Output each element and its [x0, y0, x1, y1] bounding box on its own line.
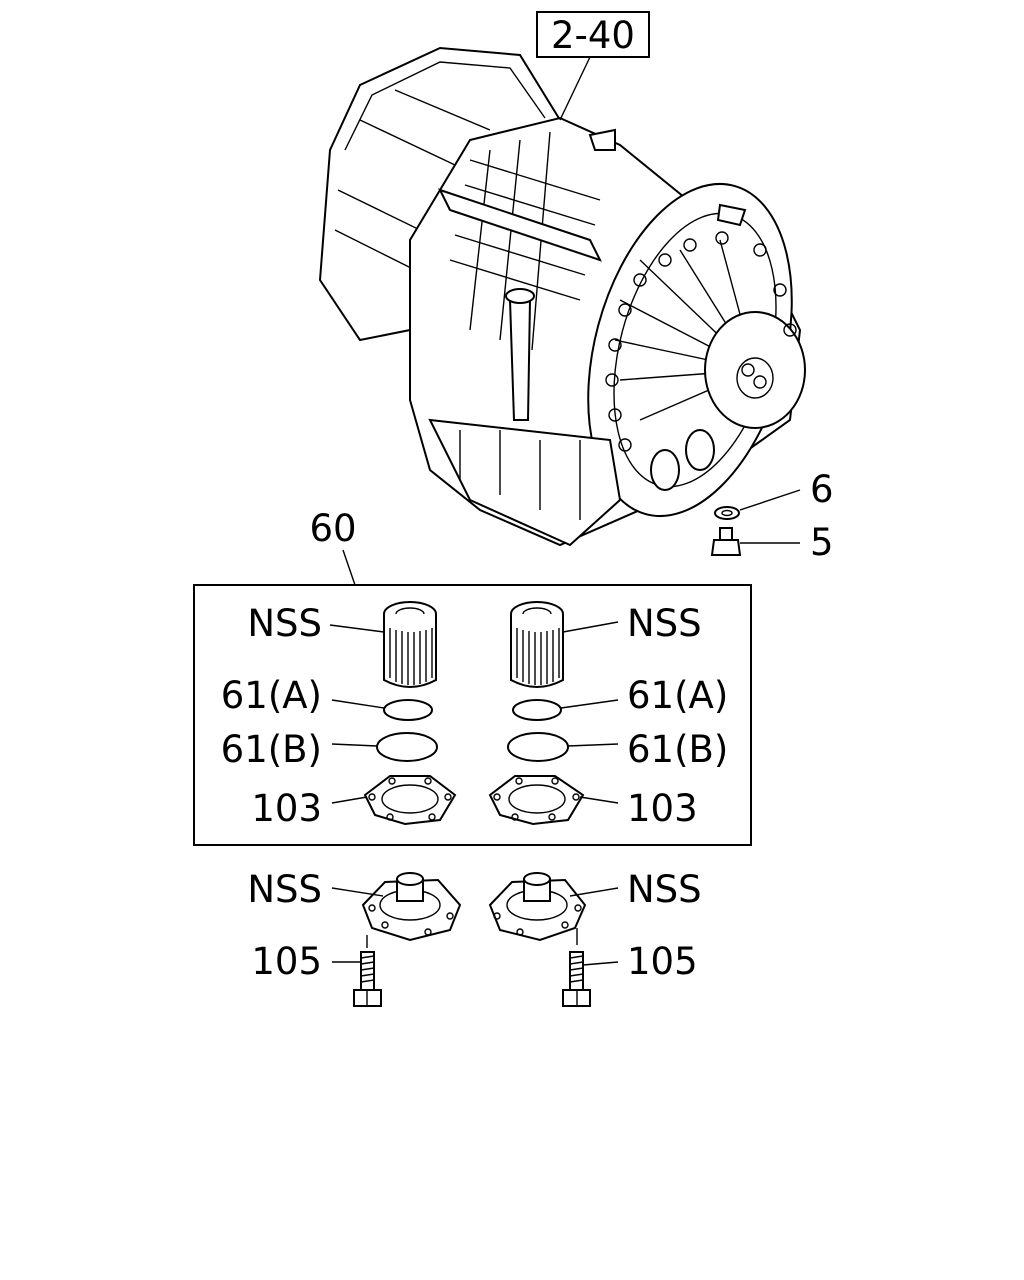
- assembly-ref-label: 2-40: [551, 14, 635, 57]
- washer-label: 6: [810, 468, 834, 511]
- oring-a-right-label: 61(A): [627, 674, 728, 717]
- oring-b-left-label: 61(B): [221, 728, 322, 771]
- bolt-left: 105: [251, 935, 382, 1007]
- oring-a-right: 61(A): [512, 674, 728, 721]
- gasket-left: 103: [251, 775, 457, 830]
- oring-b-right: 61(B): [507, 728, 728, 771]
- filter-element-left: NSS: [247, 601, 437, 688]
- cover-left-label: NSS: [247, 868, 322, 911]
- oring-b-left: 61(B): [221, 728, 438, 771]
- oring-a-left: 61(A): [221, 674, 433, 721]
- gasket-right: 103: [488, 775, 698, 830]
- washer-part: 6: [714, 468, 834, 520]
- oring-b-right-label: 61(B): [627, 728, 728, 771]
- element-left-label: NSS: [247, 602, 322, 645]
- cover-right: NSS: [488, 868, 702, 942]
- bolt-right: 105: [562, 928, 698, 1007]
- filter-kit: 60 NSS NSS 61(A): [193, 507, 752, 846]
- cover-right-label: NSS: [627, 868, 702, 911]
- gasket-right-label: 103: [627, 787, 698, 830]
- oring-a-left-label: 61(A): [221, 674, 322, 717]
- assembly-ref-callout: 2-40: [536, 11, 650, 121]
- filter-kit-box: [193, 584, 752, 846]
- element-right-label: NSS: [627, 602, 702, 645]
- drain-plug-part: 5: [710, 521, 834, 564]
- cover-left: NSS: [247, 868, 462, 942]
- bolt-left-label: 105: [251, 940, 322, 983]
- filter-element-right: NSS: [510, 601, 702, 688]
- filter-kit-label: 60: [309, 507, 356, 550]
- transmission-assembly: [318, 46, 806, 547]
- drain-plug-label: 5: [810, 521, 834, 564]
- bolt-right-label: 105: [627, 940, 698, 983]
- gasket-left-label: 103: [251, 787, 322, 830]
